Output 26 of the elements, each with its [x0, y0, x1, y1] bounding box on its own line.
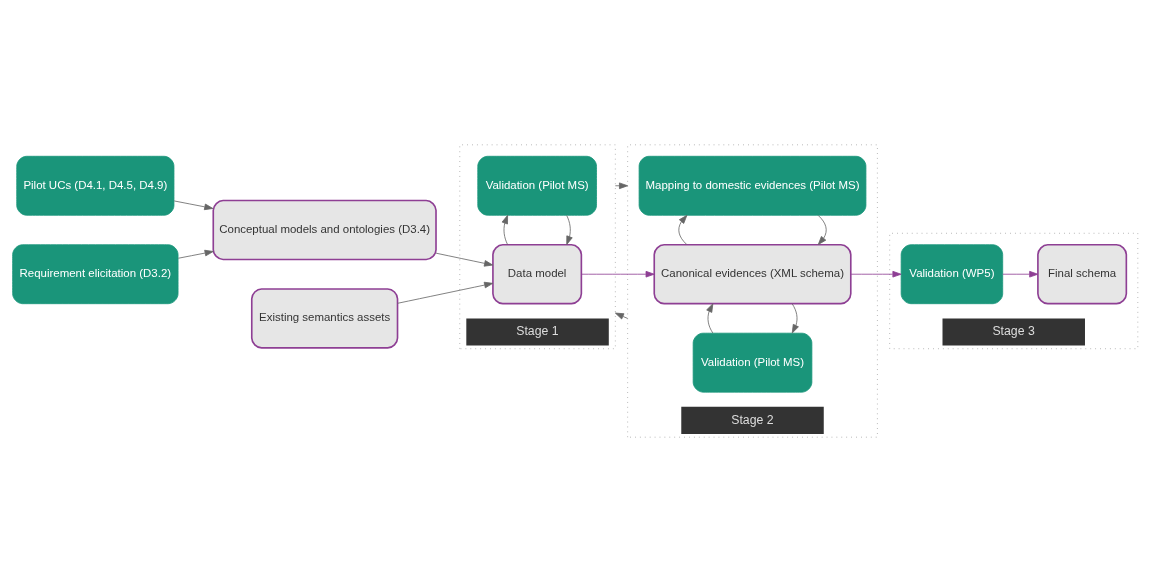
- node-box: Validation (Pilot MS): [477, 155, 597, 216]
- arrow: [566, 214, 573, 245]
- node-box: Pilot UCs (D4.1, D4.5, D4.9): [16, 155, 175, 216]
- arrow: [173, 200, 214, 210]
- node-box: Canonical evidences (XML schema): [653, 243, 852, 304]
- arrow: [1002, 270, 1039, 277]
- node-box: Conceptual models and ontologies (D3.4): [212, 199, 437, 260]
- arrow: [678, 214, 688, 245]
- node-box: Data model: [492, 243, 583, 304]
- arrow: [435, 252, 494, 267]
- arrow: [706, 302, 714, 333]
- arrow: [397, 281, 494, 304]
- arrow: [791, 302, 799, 333]
- node-box: Requirement elicitation (D3.2): [12, 243, 179, 304]
- arrow: [614, 312, 629, 319]
- arrow: [501, 214, 509, 245]
- node-box: Final schema: [1037, 243, 1128, 304]
- node-box: Mapping to domestic evidences (Pilot MS): [638, 155, 867, 216]
- arrow: [850, 270, 902, 277]
- node-box: Validation (WP5): [900, 243, 1004, 304]
- arrow: [614, 182, 629, 189]
- node-box: Validation (Pilot MS): [692, 332, 813, 393]
- arrow: [581, 270, 655, 277]
- arrow: [177, 249, 214, 259]
- arrow: [817, 214, 827, 245]
- node-box: Existing semantics assets: [250, 287, 399, 349]
